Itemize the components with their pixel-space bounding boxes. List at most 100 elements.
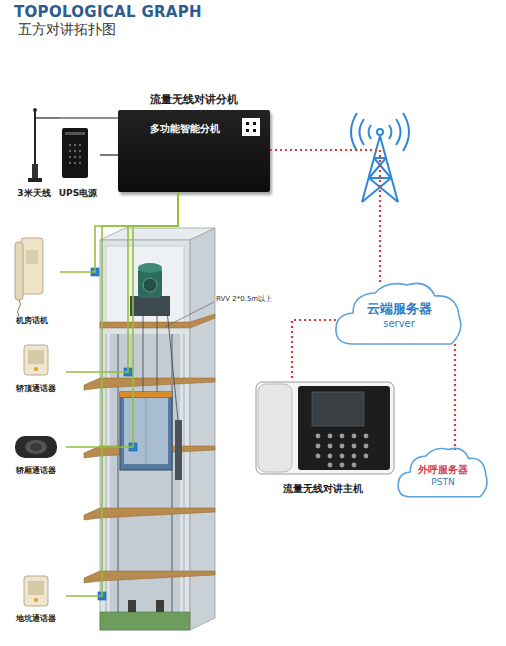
pstn-cloud: 外呼服务器PSTN (396, 444, 490, 500)
signal-tower (369, 177, 391, 179)
signal-tower (351, 113, 409, 202)
antenna-symbol (28, 108, 60, 182)
host-phone (352, 444, 357, 449)
connector (60, 117, 118, 118)
elevator-shaft (190, 228, 215, 630)
host-phone (340, 463, 345, 468)
elevator-car (120, 392, 172, 470)
antenna-symbol (28, 178, 42, 182)
signal-tower (377, 129, 383, 135)
floor-slab (84, 571, 215, 583)
diagram-title: TOPOLOGICAL GRAPH (14, 3, 202, 21)
intercom-host: 流量无线对讲主机 (248, 378, 398, 496)
elevator-shaft (184, 334, 185, 624)
elevator-shaft (100, 228, 215, 630)
car-intercom: 轿厢通话器 (6, 432, 66, 476)
host-phone (316, 454, 321, 459)
connector (60, 192, 178, 272)
host-phone (298, 386, 390, 470)
host-phone (316, 434, 321, 439)
ups-symbol (79, 144, 81, 146)
device-label: 轿顶通话器 (0, 383, 72, 394)
speaker-box (34, 367, 38, 371)
car-speaker (30, 443, 42, 451)
host-phone (256, 382, 394, 474)
ups-symbol (74, 144, 76, 146)
junction-box (91, 268, 137, 600)
host-phone (316, 434, 369, 468)
pit (128, 600, 136, 612)
host-phone (316, 444, 321, 449)
ups-symbol (79, 150, 81, 152)
elevator-car (120, 392, 172, 470)
cloud-subtitle: server (333, 318, 465, 329)
host-phone (328, 444, 333, 449)
car-speaker (25, 440, 47, 454)
ups-symbol (62, 128, 88, 178)
qr-code (242, 118, 260, 136)
host-phone (352, 463, 357, 468)
signal-tower (403, 113, 409, 151)
traction-machine (157, 300, 158, 393)
host-phone (340, 454, 345, 459)
pit (156, 600, 164, 612)
host-phone (364, 454, 369, 459)
junction-box (124, 368, 132, 376)
host-phone (328, 434, 333, 439)
ups-node: UPS电源 (56, 126, 100, 200)
ups-symbol (65, 132, 85, 135)
connector (292, 320, 336, 378)
device-brand: 多功能智能分机 (118, 122, 252, 136)
antenna-symbol (35, 117, 60, 118)
device-label: 地坑通话器 (0, 613, 72, 624)
speaker-box (24, 345, 48, 375)
ups-symbol (79, 162, 81, 164)
signal-tower (362, 178, 391, 202)
ups-symbol (74, 156, 76, 158)
traction-machine (143, 300, 144, 393)
device-label-box: 轿厢通话器 (0, 465, 72, 476)
ups-symbol (62, 128, 88, 178)
speaker-box (28, 350, 44, 364)
signal-tower (369, 158, 386, 178)
connector (66, 192, 178, 447)
traction-machine (143, 278, 157, 292)
ups-symbol (74, 150, 76, 152)
host-phone (256, 382, 394, 474)
car-top-intercom: 轿顶通话器 (6, 342, 66, 394)
traction-machine (130, 296, 170, 316)
floor-slab (84, 378, 215, 390)
leader-line (165, 302, 214, 327)
pit (100, 600, 190, 630)
device-label: 机房话机 (0, 315, 66, 326)
connector (454, 344, 456, 450)
elevator-shaft (171, 334, 173, 624)
cloud-subtitle: PSTN (396, 477, 490, 487)
elevator-shaft (117, 334, 119, 624)
connector (270, 150, 380, 284)
ups-symbol (69, 150, 71, 152)
floor-slab (84, 508, 215, 520)
cloud-server: 云端服务器server (333, 278, 465, 348)
device-label: UPS电源 (50, 187, 106, 200)
leader-line (165, 302, 214, 327)
device-label: 3米天线 (2, 187, 66, 200)
signal-tower (369, 178, 398, 202)
wall-phone (15, 238, 43, 316)
device-label-box: 轿顶通话器 (0, 383, 72, 394)
signal-tower (396, 119, 401, 145)
connector (66, 192, 178, 372)
wall-phone (21, 238, 43, 294)
junction-box (91, 268, 99, 276)
device-label-box: UPS电源 (50, 187, 106, 200)
cloud-title: 外呼服务器 (396, 463, 490, 477)
device-label: 轿厢通话器 (0, 465, 72, 476)
antenna-node: 3米天线 (8, 100, 60, 200)
elevator-shaft (106, 246, 184, 326)
wall-phone (18, 300, 21, 316)
connector (66, 192, 178, 596)
ups-symbol (79, 156, 81, 158)
elevator-shaft (110, 334, 180, 624)
